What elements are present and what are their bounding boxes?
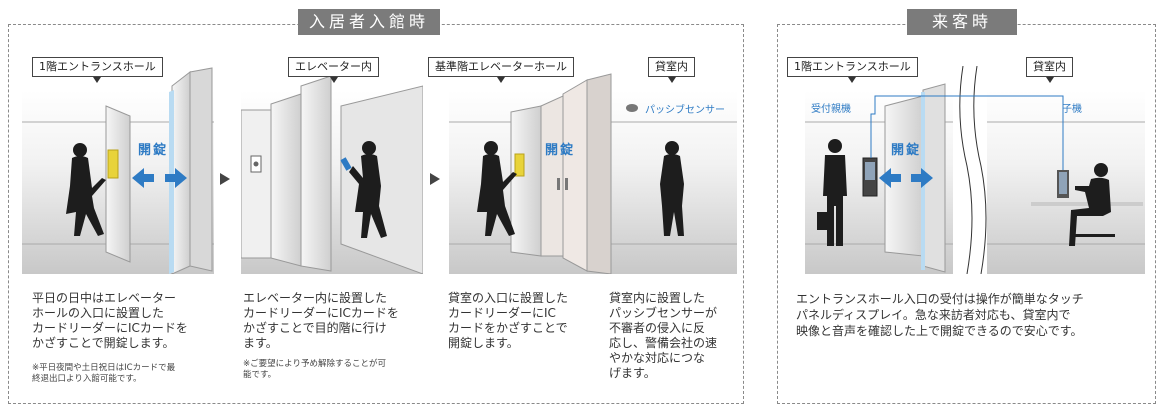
scene-room (612, 90, 737, 274)
next-arrow-icon (430, 173, 440, 185)
label-visitor-room: 貸室内 (1026, 57, 1073, 83)
woman-silhouette-icon (660, 141, 684, 236)
visitor-panel-title: 来客時 (907, 9, 1017, 35)
desc-entrance-hall: 平日の日中はエレベーターホールの入口に設置したカードリーダーにICカードをかざす… (32, 291, 188, 350)
label-room: 貸室内 (648, 57, 695, 83)
desc-visitor: エントランスホール入口の受付は操作が簡単なタッチパネルディスプレイ。急な来訪者対… (796, 292, 1084, 338)
passive-sensor-label: パッシブセンサー (645, 105, 725, 116)
unlock-text-1: 開錠 (138, 143, 169, 158)
resident-panel-title: 入居者入館時 (298, 9, 440, 35)
note-elevator: ※ご要望により予め解除することが可能です。 (243, 359, 386, 380)
right-arrow-icon (911, 168, 933, 188)
unlock-text-2: 開錠 (545, 143, 576, 158)
next-arrow-icon (220, 173, 230, 185)
office-worker-icon (1031, 163, 1143, 246)
sensor-icon (626, 104, 638, 112)
unlock-text-3: 開錠 (891, 143, 922, 158)
label-visitor-entrance-hall: 1階エントランスホール (787, 57, 918, 83)
woman-silhouette-icon (349, 141, 387, 238)
woman-silhouette-icon (477, 141, 517, 236)
desc-room: 貸室内に設置したパッシブセンサーが不審者の侵入に反応し、警備会社の速やかな対応に… (609, 291, 718, 380)
scene-floor-hall (449, 73, 612, 274)
label-elevator: エレベーター内 (288, 57, 379, 83)
scene-elevator (241, 75, 423, 274)
left-arrow-icon (879, 168, 901, 188)
scene-visitor (805, 66, 1145, 274)
label-floor-hall: 基準階エレベーターホール (428, 57, 574, 83)
right-arrow-icon (165, 168, 187, 188)
woman-silhouette-icon (66, 143, 106, 236)
desc-elevator: エレベーター内に設置したカードリーダーにICカードをかざすことで目的階に行けます… (243, 291, 399, 350)
label-entrance-hall: 1階エントランスホール (32, 57, 163, 83)
man-silhouette-icon (817, 139, 847, 246)
child-unit-label: 子機 (1062, 104, 1082, 115)
parent-unit-label: 受付親機 (811, 104, 851, 115)
left-arrow-icon (132, 168, 154, 188)
note-entrance-hall: ※平日夜間や土日祝日はICカードで最終退出口より入館可能です。 (32, 363, 176, 384)
scene-entrance-hall (22, 67, 214, 274)
